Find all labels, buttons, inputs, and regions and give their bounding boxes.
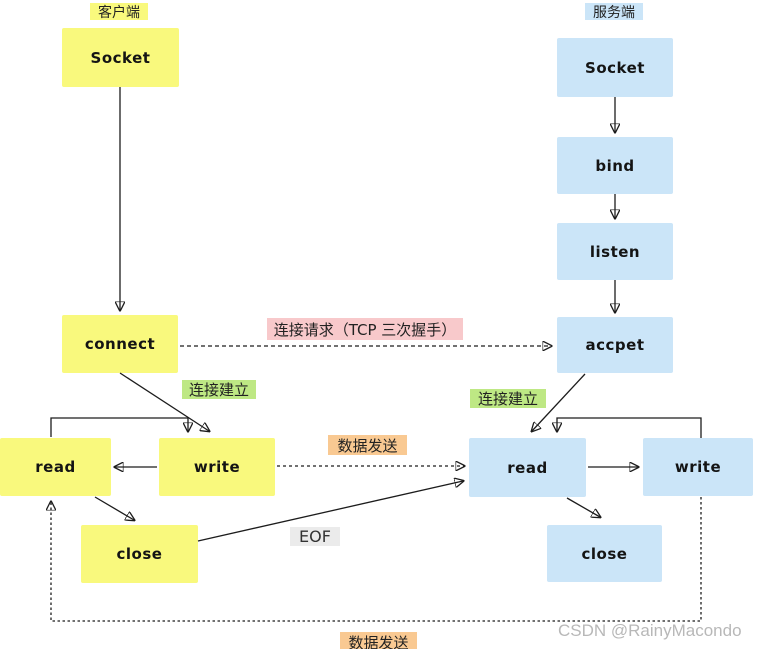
edge-client-read-write-loop bbox=[50, 417, 188, 437]
node-server-listen: listen bbox=[557, 223, 673, 280]
node-client-write: write bbox=[159, 438, 275, 496]
node-client-read: read bbox=[0, 438, 111, 496]
node-server-write: write bbox=[643, 438, 753, 496]
node-server-bind: bind bbox=[557, 137, 673, 194]
node-client-connect: connect bbox=[62, 315, 178, 373]
watermark-text: CSDN @RainyMacondo bbox=[558, 621, 742, 640]
node-server-socket: Socket bbox=[557, 38, 673, 97]
node-server-accept: accpet bbox=[557, 317, 673, 373]
node-client-socket: Socket bbox=[62, 28, 179, 87]
node-client-close: close bbox=[81, 525, 198, 583]
label-connection-established-server: 连接建立 bbox=[470, 389, 546, 408]
node-server-read: read bbox=[469, 438, 586, 497]
client-column-header: 客户端 bbox=[90, 3, 148, 21]
arrow-server-read-to-close bbox=[566, 497, 600, 517]
label-connection-request: 连接请求（TCP 三次握手） bbox=[267, 318, 463, 340]
label-connection-established-client: 连接建立 bbox=[182, 380, 256, 399]
label-data-send-middle: 数据发送 bbox=[328, 435, 407, 455]
node-server-close: close bbox=[547, 525, 662, 582]
edge-server-write-read-loop bbox=[557, 417, 702, 438]
arrow-client-read-to-close bbox=[94, 496, 134, 520]
server-column-header: 服务端 bbox=[585, 3, 643, 21]
label-data-send-bottom: 数据发送 bbox=[340, 632, 417, 649]
label-eof: EOF bbox=[290, 527, 340, 546]
